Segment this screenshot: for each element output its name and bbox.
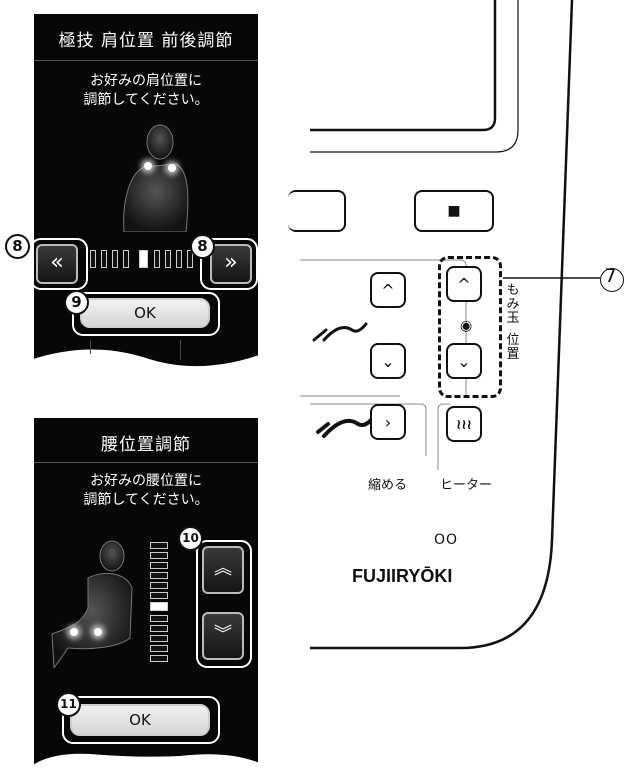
waist-position-bar <box>150 542 172 670</box>
title-divider <box>34 60 258 61</box>
double-down-icon: ︾ <box>214 624 232 645</box>
bar-step-current <box>139 250 148 268</box>
bar-step <box>112 250 118 268</box>
label-char: 玉 <box>506 311 520 326</box>
heat-icon: ≀≀≀ <box>456 417 472 433</box>
stretch-down-button[interactable]: ⌄ <box>370 343 406 379</box>
shoulder-position-bar <box>88 250 198 272</box>
body-silhouette-icon <box>123 124 189 232</box>
instruction-text: お好みの腰位置に 調節してください。 <box>34 472 258 510</box>
shrink-label: 縮める <box>368 478 408 493</box>
callout-circle <box>600 268 624 292</box>
ball-position-label: も み 玉 位 置 <box>506 284 520 362</box>
bar-step <box>123 250 129 268</box>
heater-button[interactable]: ≀≀≀ <box>446 406 482 442</box>
updown-highlight <box>196 540 252 668</box>
bar-step <box>150 582 168 589</box>
bar-step <box>150 552 168 559</box>
heater-label: ヒーター <box>440 478 493 493</box>
double-left-icon: « <box>50 250 64 275</box>
body-silhouette-icon <box>51 540 133 668</box>
title-divider <box>34 462 258 463</box>
double-up-icon: ︽ <box>214 558 232 579</box>
label-char: 位 <box>506 333 520 348</box>
screen-title: 腰位置調節 <box>101 435 191 455</box>
chevron-right-icon: › <box>384 413 392 432</box>
move-forward-button[interactable]: » <box>210 244 252 284</box>
bar-step-current <box>150 602 168 611</box>
instruction-line-1: お好みの腰位置に <box>90 473 202 489</box>
shoulder-point-right <box>168 164 176 172</box>
bar-step <box>165 250 171 268</box>
ball-down-button[interactable]: ⌄ <box>446 343 482 379</box>
chevron-up-icon: ^ <box>457 275 471 294</box>
double-right-icon: » <box>224 250 238 275</box>
waist-up-button[interactable]: ︽ <box>202 546 244 594</box>
label-char: 置 <box>506 347 520 362</box>
move-back-button[interactable]: « <box>36 244 78 284</box>
screen-bottom-edge <box>30 340 262 380</box>
ok-button[interactable]: OK <box>70 704 210 736</box>
bar-step <box>154 250 160 268</box>
bar-step <box>90 250 96 268</box>
magnifier-icon: ◉ <box>460 318 473 334</box>
remote-outline <box>300 0 600 650</box>
bar-step <box>150 655 168 662</box>
ball-up-button[interactable]: ^ <box>446 266 482 302</box>
bar-step <box>101 250 107 268</box>
right-arrow-highlight <box>200 238 258 290</box>
waist-down-button[interactable]: ︾ <box>202 612 244 660</box>
bar-step <box>150 635 168 642</box>
ok-label: OK <box>134 304 156 322</box>
small-mark: ОО <box>434 532 459 548</box>
instruction-line-2: 調節してください。 <box>83 92 209 108</box>
bar-step <box>176 250 182 268</box>
bar-step <box>150 592 168 599</box>
shoulder-point-left <box>144 162 152 170</box>
chevron-up-icon: ^ <box>381 281 395 300</box>
callout-8-left: 8 <box>5 234 30 259</box>
screen-bottom-edge <box>30 753 262 767</box>
callout-8-right: 8 <box>190 234 215 259</box>
bar-step <box>150 625 168 632</box>
ok-button[interactable]: OK <box>80 298 210 328</box>
stretch-up-button[interactable]: ^ <box>370 272 406 308</box>
instruction-line-1: お好みの肩位置に <box>90 73 202 89</box>
label-char: も <box>506 283 520 298</box>
bar-step <box>150 615 168 622</box>
partial-button[interactable] <box>288 190 346 232</box>
waist-point-left <box>70 628 78 636</box>
screen-title: 極技 肩位置 前後調節 <box>58 31 234 51</box>
instruction-line-2: 調節してください。 <box>83 492 209 508</box>
callout-11: 11 <box>56 692 81 717</box>
shrink-button[interactable]: › <box>370 404 406 440</box>
waist-point-right <box>94 628 102 636</box>
callout-10: 10 <box>178 526 203 551</box>
chevron-down-icon: ⌄ <box>457 352 471 371</box>
bar-step <box>150 645 168 652</box>
callout-9: 9 <box>64 290 89 315</box>
bar-step <box>150 572 168 579</box>
ok-highlight <box>62 696 220 744</box>
label-char: み <box>506 297 520 312</box>
brand-logo: FUJIIRYŌKI <box>352 566 453 586</box>
stop-icon: ■ <box>447 203 461 219</box>
ok-label: OK <box>129 711 151 729</box>
chevron-down-icon: ⌄ <box>381 352 395 371</box>
stop-button[interactable]: ■ <box>414 190 494 232</box>
bar-step <box>150 562 168 569</box>
instruction-text: お好みの肩位置に 調節してください。 <box>34 72 258 110</box>
bar-step <box>150 542 168 549</box>
ball-position-highlight <box>438 256 502 398</box>
left-arrow-highlight <box>30 238 88 290</box>
